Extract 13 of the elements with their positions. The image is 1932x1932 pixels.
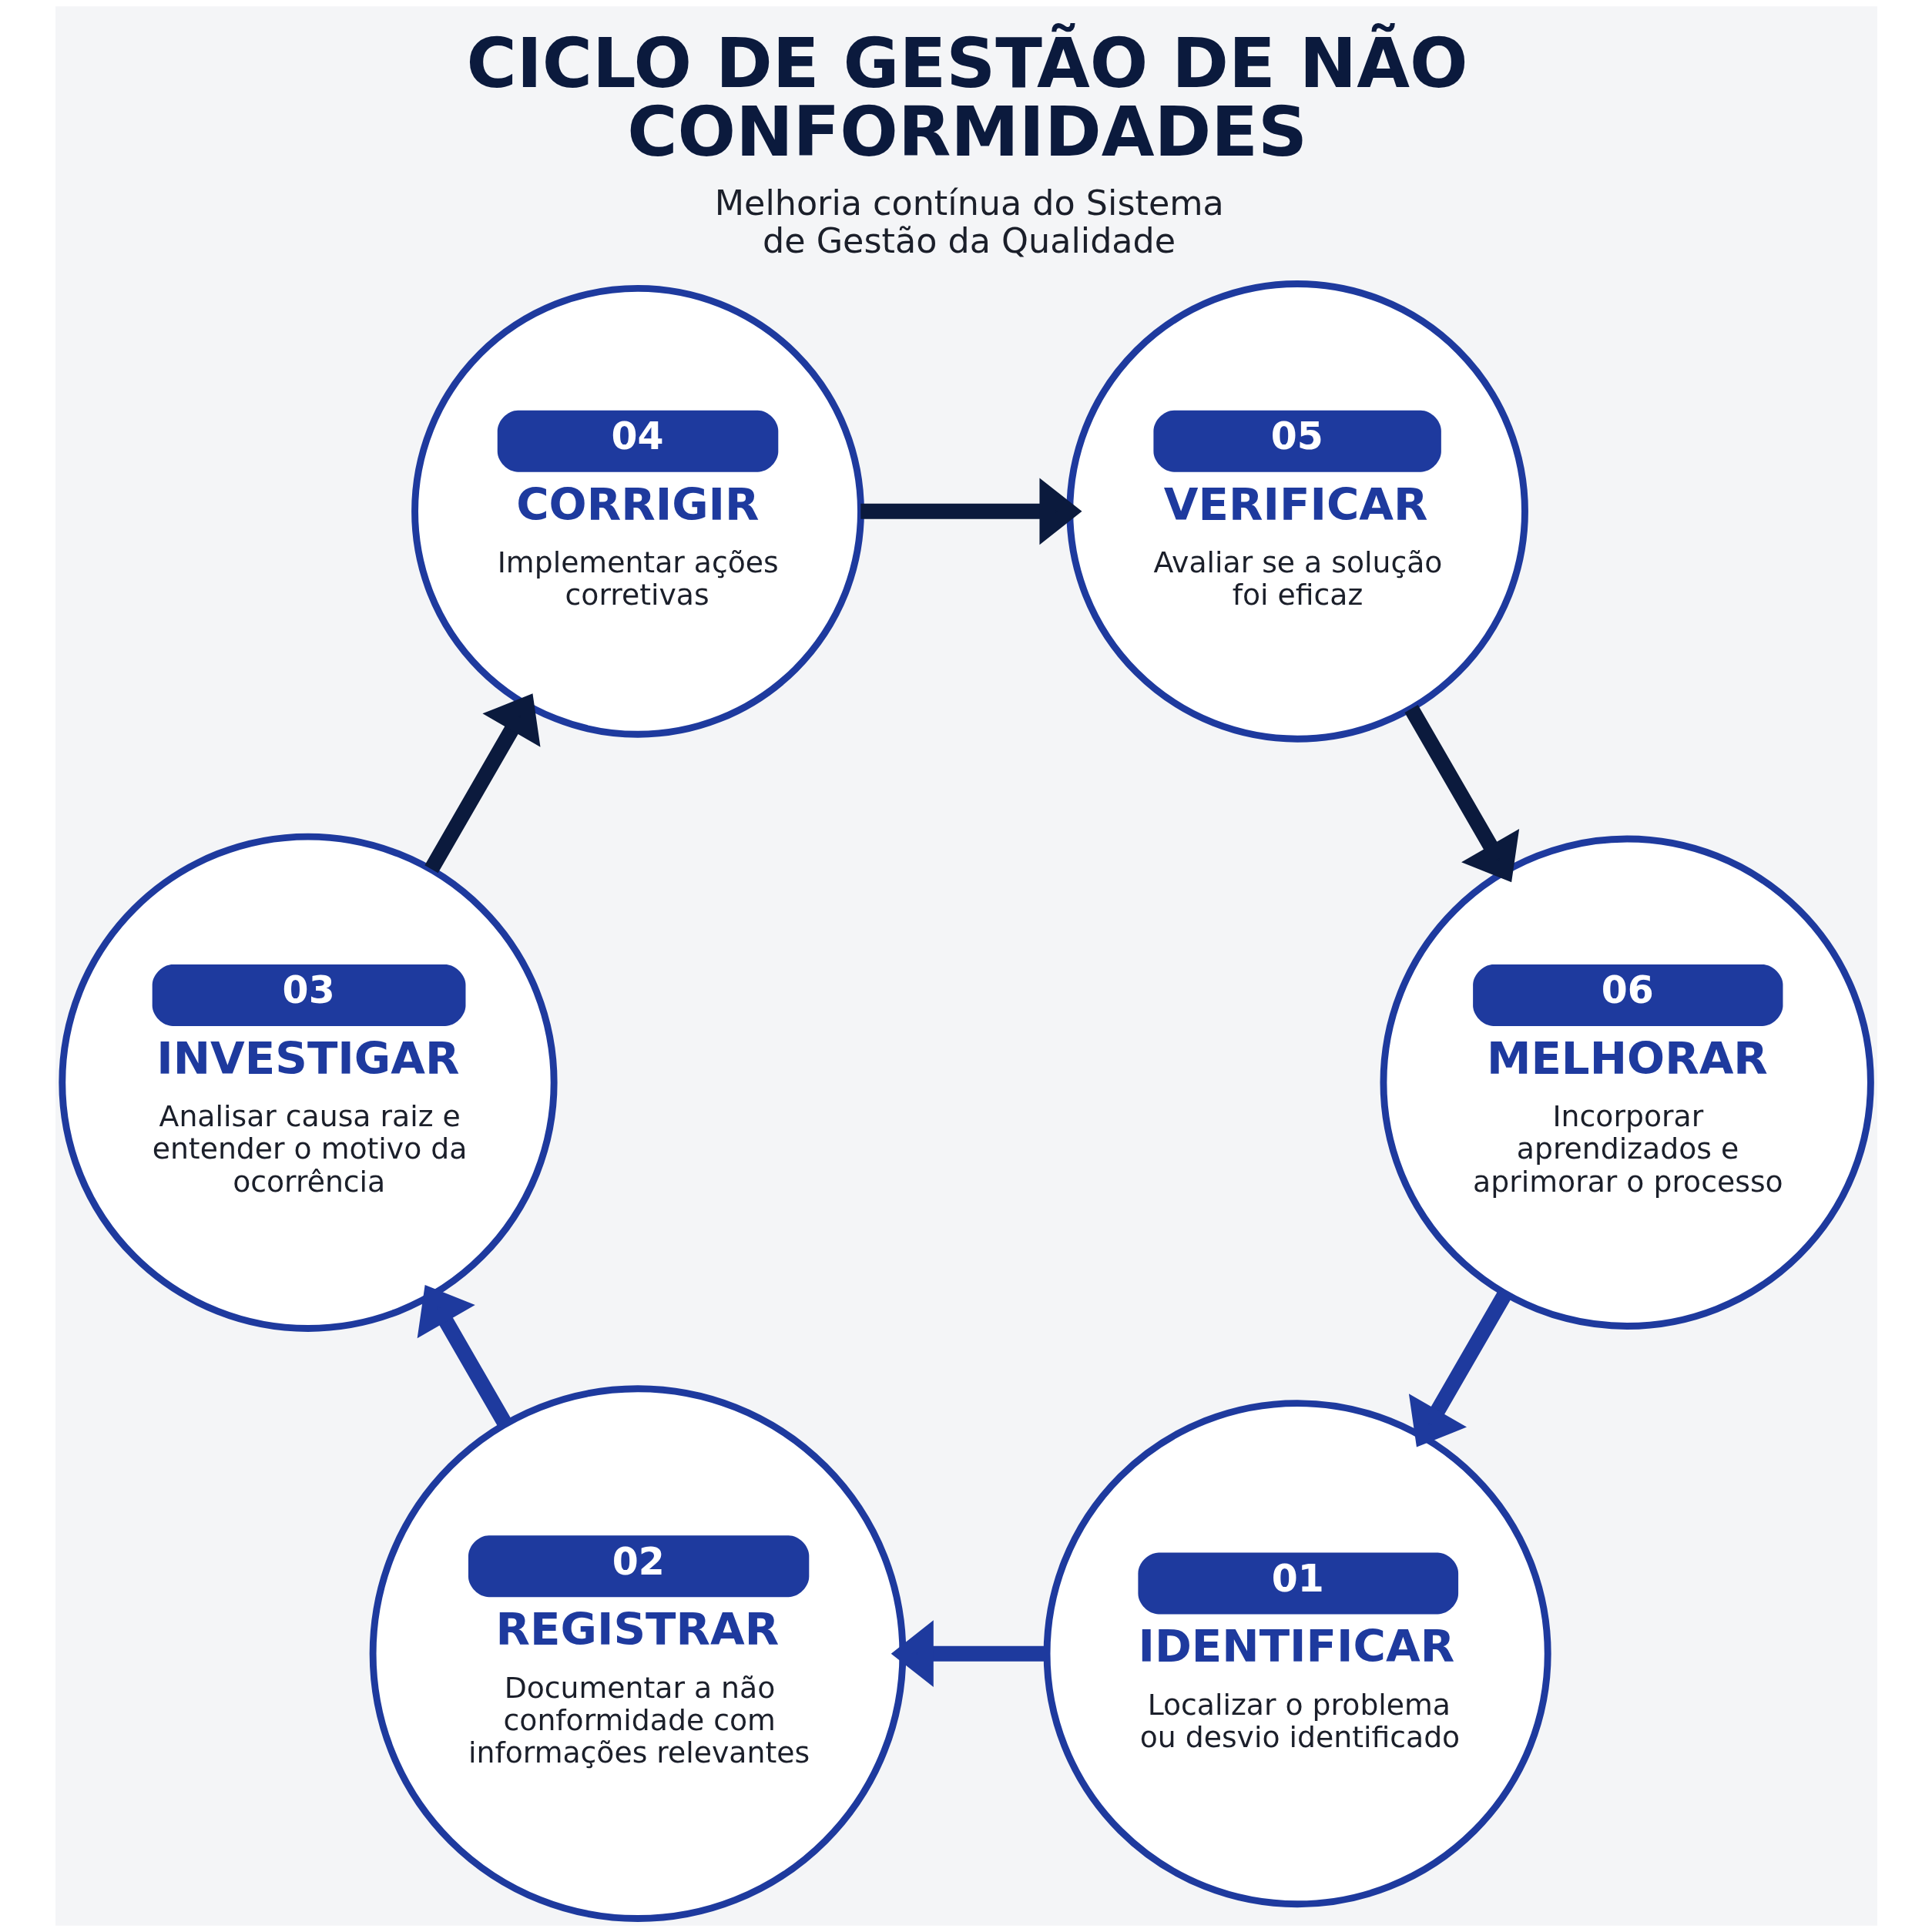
node-circle: 06 MELHORAR Incorporar aprendizados e aprimorar o processo [1380,835,1874,1330]
arrow [424,693,540,874]
node-circle: 03 INVESTIGAR Analisar causa raiz e entender o motivo da ocorrência [58,833,558,1332]
arrow [1408,1290,1512,1447]
arrow [860,478,1082,545]
arrow [1404,705,1519,883]
diagram-title: CICLO DE GESTÃO DE NÃO CONFORMIDADES [465,22,1468,172]
node-circle: 04 CORRIGIR Implementar ações corretivas [411,284,864,738]
arrow [417,1285,512,1428]
node-circle: 02 REGISTRAR Documentar a não conformidade com informações relevantes [369,1385,906,1922]
node-circle: 05 VERIFICAR Avaliar se a solução foi eficaz [1065,280,1528,743]
node-circle: 01 IDENTIFICAR Localizar o problema ou desvio identificado [1043,1400,1551,1908]
caption: Melhoria contínua do Sistema de Gestão da Qualidade [714,183,1224,261]
